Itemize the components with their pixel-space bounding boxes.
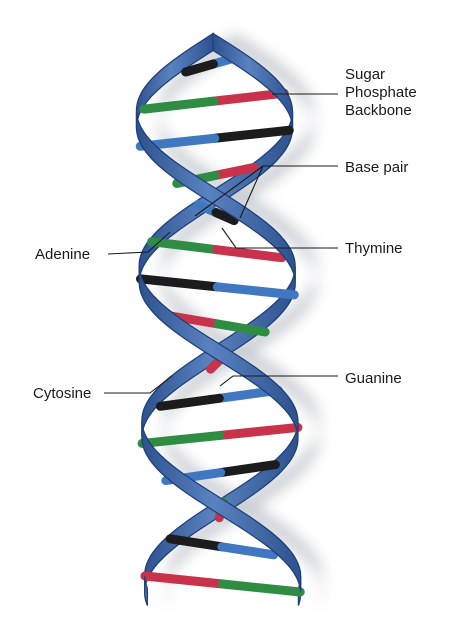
shadow-strand-a — [166, 576, 170, 606]
adenine-base — [137, 430, 225, 448]
shadow-strand-a — [235, 33, 315, 129]
strand-a-segment — [212, 32, 294, 129]
thymine-base — [206, 356, 224, 374]
strand-b-segment — [141, 421, 302, 592]
leader-base-pair — [194, 165, 338, 219]
base-pair-rung-5 — [193, 200, 239, 226]
helix-shadow — [158, 33, 323, 606]
base-pair-rung-15 — [140, 571, 305, 597]
adenine-base — [213, 319, 270, 337]
label-thymine: Thymine — [345, 240, 403, 257]
thymine-base — [140, 571, 228, 589]
front-strand — [135, 32, 302, 606]
adenine-base — [139, 96, 219, 114]
shadow-strand-b — [158, 111, 318, 282]
leader-lines — [104, 93, 338, 394]
helix-drop-shadow — [158, 33, 323, 606]
label-sugar-phosphate-backbone: Sugar Phosphate Backbone — [345, 66, 417, 120]
adenine-base — [147, 237, 222, 255]
strand-a-segment — [144, 576, 149, 606]
guanine-base — [155, 393, 224, 411]
cytosine-base — [217, 542, 279, 560]
guanine-base — [165, 534, 227, 552]
guanine-base — [216, 460, 280, 478]
label-backbone-line-2: Phosphate — [345, 84, 417, 101]
label-adenine: Adenine — [35, 246, 91, 263]
strand-b-segment — [135, 32, 214, 129]
strand-b-segment — [135, 111, 296, 282]
leader-adenine — [107, 231, 171, 255]
label-backbone-line-3: Backbone — [345, 102, 412, 119]
cytosine-base — [212, 282, 299, 300]
shadow-strand-b — [163, 421, 323, 592]
guanine-base — [181, 59, 218, 77]
thymine-base — [210, 162, 259, 180]
thymine-base — [212, 245, 287, 263]
base-pair-rung-6 — [147, 237, 287, 263]
label-backbone-line-1: Sugar — [345, 66, 386, 83]
guanine-base — [210, 125, 294, 143]
label-guanine: Guanine — [345, 370, 402, 387]
strand-a-segment — [138, 266, 299, 437]
adenine-base — [218, 579, 305, 597]
label-cytosine: Cytosine — [33, 385, 92, 402]
shadow-strand-b — [158, 33, 236, 129]
thymine-base — [215, 422, 303, 440]
shadow-strand-b — [320, 576, 323, 606]
base-pair-rung-14 — [165, 534, 279, 560]
leader-cytosine — [104, 375, 173, 394]
base-pair-rung-11 — [137, 422, 303, 448]
leader-thymine — [221, 227, 338, 249]
guanine-base — [211, 208, 239, 226]
guanine-base — [135, 274, 222, 292]
shadow-strand-b — [163, 266, 318, 437]
base-pair-rung-7 — [135, 274, 299, 300]
leader-guanine — [219, 375, 338, 387]
label-base-pair: Base pair — [345, 159, 409, 176]
